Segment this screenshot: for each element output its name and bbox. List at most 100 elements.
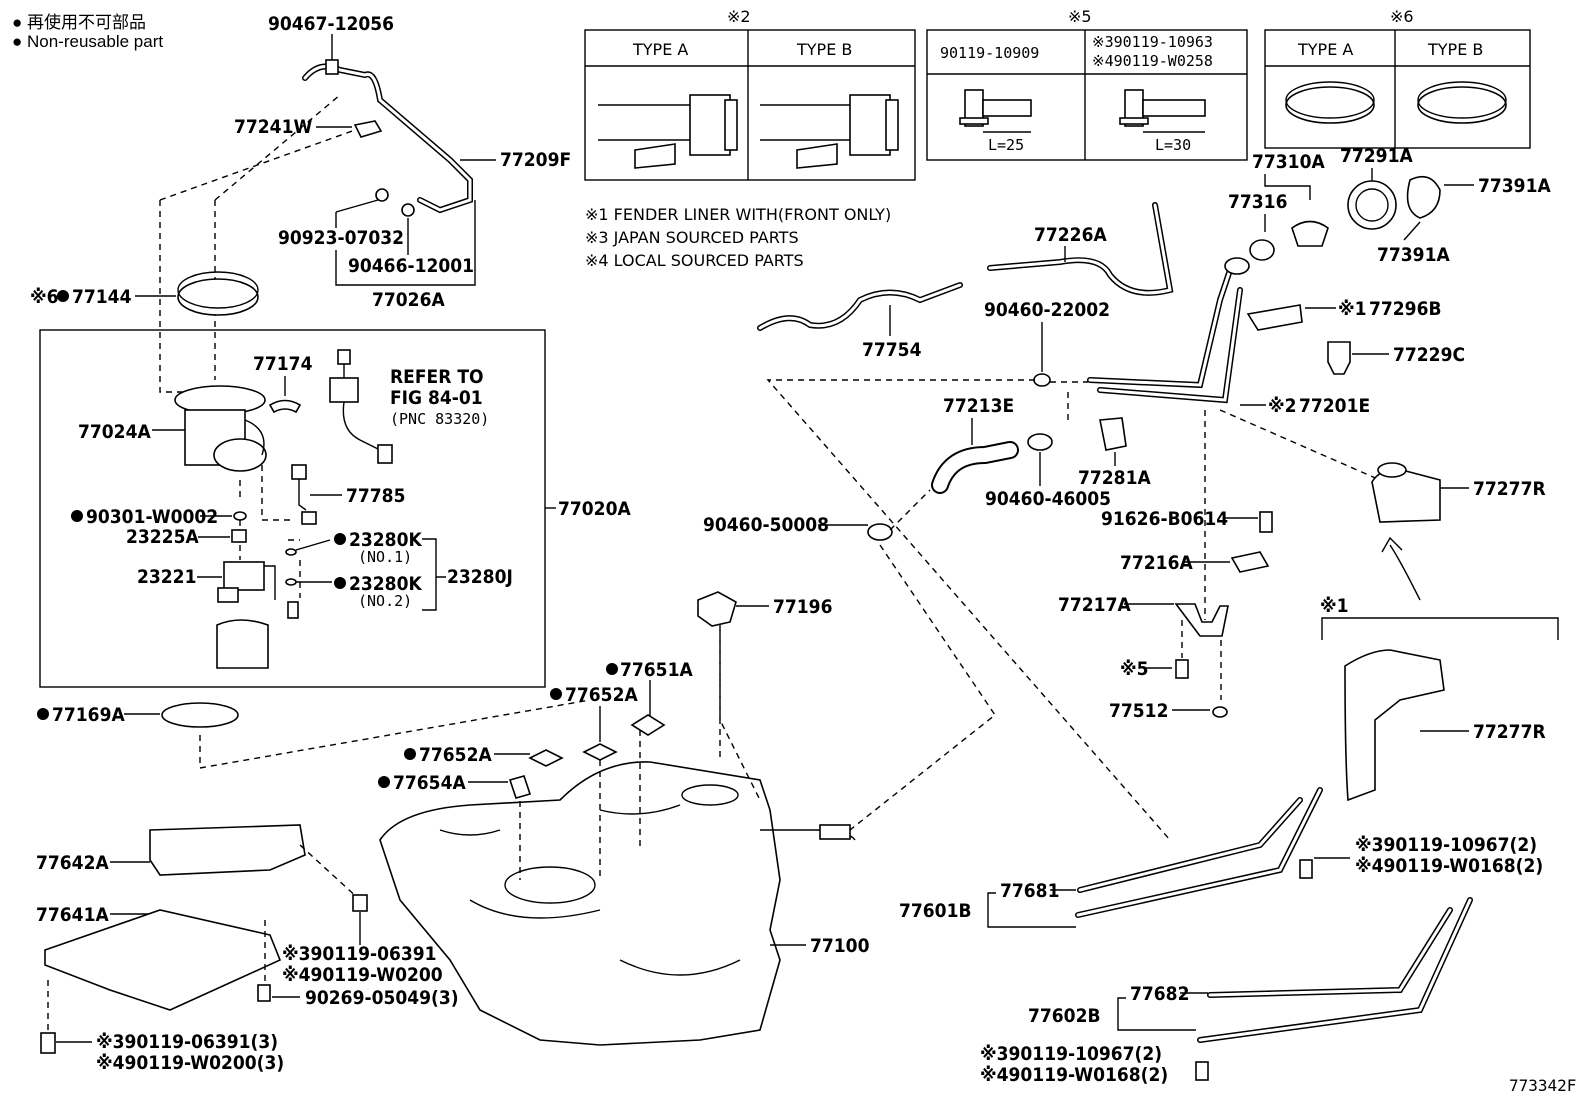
label-77241W: 77241W: [234, 116, 312, 138]
label-77316: 77316: [1228, 191, 1287, 213]
refer-line3: (PNC 83320): [390, 410, 489, 428]
label-90460-22002: 90460-22002: [984, 299, 1110, 321]
box2-type-b: TYPE B: [796, 40, 852, 59]
label-91626-B0614: 91626-B0614: [1101, 508, 1228, 530]
label-77169A: 77169A: [52, 704, 125, 726]
label-23280K-1-sub: (NO.1): [358, 548, 412, 566]
note-3: ※3 JAPAN SOURCED PARTS: [585, 228, 799, 247]
clamps-upper: 90460-22002 77213E 90460-46005 77281A: [766, 299, 1171, 841]
label-77512: 77512: [1109, 700, 1168, 722]
legend-jp: ● 再使用不可部品: [12, 13, 146, 32]
box2-type-a: TYPE A: [632, 40, 688, 59]
tank-pads: 77651A 77652A 77652A 77654A: [378, 659, 693, 799]
label-23280J: 23280J: [447, 566, 513, 588]
label-90119-06391-3: ※390119-06391(3): [96, 1031, 278, 1053]
label-77020A: 77020A: [558, 498, 631, 520]
label-77277R-2: 77277R: [1473, 721, 1546, 743]
label-90460-50008: 90460-50008: [703, 514, 829, 536]
fender-clip: ※1 77296B 77229C: [1246, 298, 1465, 375]
label-77310A: 77310A: [1252, 151, 1325, 173]
label-23225A: 23225A: [126, 526, 199, 548]
label-90460-46005: 90460-46005: [985, 488, 1111, 510]
label-77651A: 77651A: [620, 659, 693, 681]
label-77296B: 77296B: [1369, 298, 1442, 320]
inlet-box: 77277R: [1371, 462, 1546, 601]
fuel-line-assembly: 90467-12056 77241W 77209F 90923-07032 90…: [159, 13, 571, 393]
label-77642A: 77642A: [36, 852, 109, 874]
note-1: ※1 FENDER LINER WITH(FRONT ONLY): [585, 205, 891, 224]
box2-mark: ※2: [727, 7, 751, 26]
label-90119-W0168: ※490119-W0168(2): [1355, 855, 1543, 877]
legend-en: ● Non-reusable part: [12, 32, 164, 51]
label-77754: 77754: [862, 339, 922, 361]
box-type-6: ※6 TYPE A TYPE B: [1264, 7, 1531, 149]
gasket-77169A: 77169A: [37, 699, 591, 769]
label-77601B: 77601B: [899, 900, 972, 922]
bracket-parts: 91626-B0614 77216A 77217A ※5 77512: [1058, 508, 1273, 722]
label-77391A-1: 77391A: [1478, 175, 1551, 197]
label-77213E: 77213E: [943, 395, 1014, 417]
label-77391A-2: 77391A: [1377, 244, 1450, 266]
label-77024A: 77024A: [78, 421, 151, 443]
label-77209F: 77209F: [500, 149, 571, 171]
label-77602B: 77602B: [1028, 1005, 1101, 1027]
label-77652A-2: 77652A: [419, 744, 492, 766]
label-77174: 77174: [253, 353, 313, 375]
box-type-5: ※5 90119-10909 ※390119-10963 ※490119-W02…: [926, 7, 1248, 161]
label-77026A: 77026A: [372, 289, 445, 311]
box5-mark: ※5: [1068, 7, 1092, 26]
label-77641A: 77641A: [36, 904, 109, 926]
label-23221: 23221: [137, 566, 196, 588]
box6-type-b: TYPE B: [1427, 40, 1483, 59]
label-77296B-mark: ※1: [1338, 298, 1367, 320]
label-77681: 77681: [1000, 880, 1059, 902]
label-77291A: 77291A: [1340, 145, 1413, 167]
filler-pipe: 77201E ※2: [1087, 257, 1381, 620]
box6-mark: ※6: [1390, 7, 1414, 26]
filler-cap-parts: 77310A 77316 77291A 77391A 77391A: [1228, 145, 1551, 266]
vent-hoses: 77226A 77754: [757, 202, 1174, 361]
figure-id: 773342F: [1509, 1076, 1576, 1095]
refer-line1: REFER TO: [390, 366, 484, 388]
pump-module: 77024A 77174 REFER TO FIG 84-01 (PNC 833…: [71, 349, 513, 669]
label-77229C: 77229C: [1393, 344, 1465, 366]
box6-type-a: TYPE A: [1297, 40, 1353, 59]
box5-l1: L=25: [988, 136, 1024, 154]
label-77217A-mark: ※5: [1120, 658, 1149, 680]
label-77201E: 77201E: [1299, 395, 1370, 417]
label-77654A: 77654A: [393, 772, 466, 794]
label-90269-05049: 90269-05049(3): [305, 987, 459, 1009]
label-90119-06391: ※390119-06391: [282, 943, 437, 965]
label-77196: 77196: [773, 596, 832, 618]
label-77785: 77785: [346, 485, 405, 507]
label-77216A: 77216A: [1120, 552, 1193, 574]
label-77100: 77100: [810, 935, 870, 957]
label-23280K-2-sub: (NO.2): [358, 592, 412, 610]
label-77144-mark: ※6: [30, 286, 59, 308]
label-90119-W0200-3: ※490119-W0200(3): [96, 1052, 284, 1074]
label-90119-W0200: ※490119-W0200: [282, 964, 443, 986]
label-77217A: 77217A: [1058, 594, 1131, 616]
label-77277R-1: 77277R: [1473, 478, 1546, 500]
tank-straps: 77681 77601B ※390119-10967(2) ※490119-W0…: [899, 787, 1543, 1086]
label-90119-10967: ※390119-10967(2): [1355, 834, 1537, 856]
label-77652A-1: 77652A: [565, 684, 638, 706]
fender-liner: ※1 77277R: [1320, 595, 1559, 802]
label-90923-07032: 90923-07032: [278, 227, 404, 249]
box5-col2a: ※390119-10963: [1092, 33, 1213, 51]
label-23280K-1: 23280K: [349, 529, 422, 551]
label-77226A: 77226A: [1034, 224, 1107, 246]
label-77682: 77682: [1130, 983, 1189, 1005]
note-4: ※4 LOCAL SOURCED PARTS: [585, 251, 804, 270]
label-77281A: 77281A: [1078, 467, 1151, 489]
box5-l2: L=30: [1155, 136, 1191, 154]
lock-ring: ※6 77144: [30, 271, 259, 316]
box-type-2: ※2 TYPE A TYPE B: [584, 7, 916, 181]
label-90301-W0002: 90301-W0002: [86, 506, 218, 528]
label-23280K-2: 23280K: [349, 573, 422, 595]
clamp-90460-50008: 90460-50008: [703, 489, 996, 831]
note1-mark: ※1: [1320, 595, 1349, 617]
label-90466-12001: 90466-12001: [348, 255, 474, 277]
label-90119-W0168b: ※490119-W0168(2): [980, 1064, 1168, 1086]
